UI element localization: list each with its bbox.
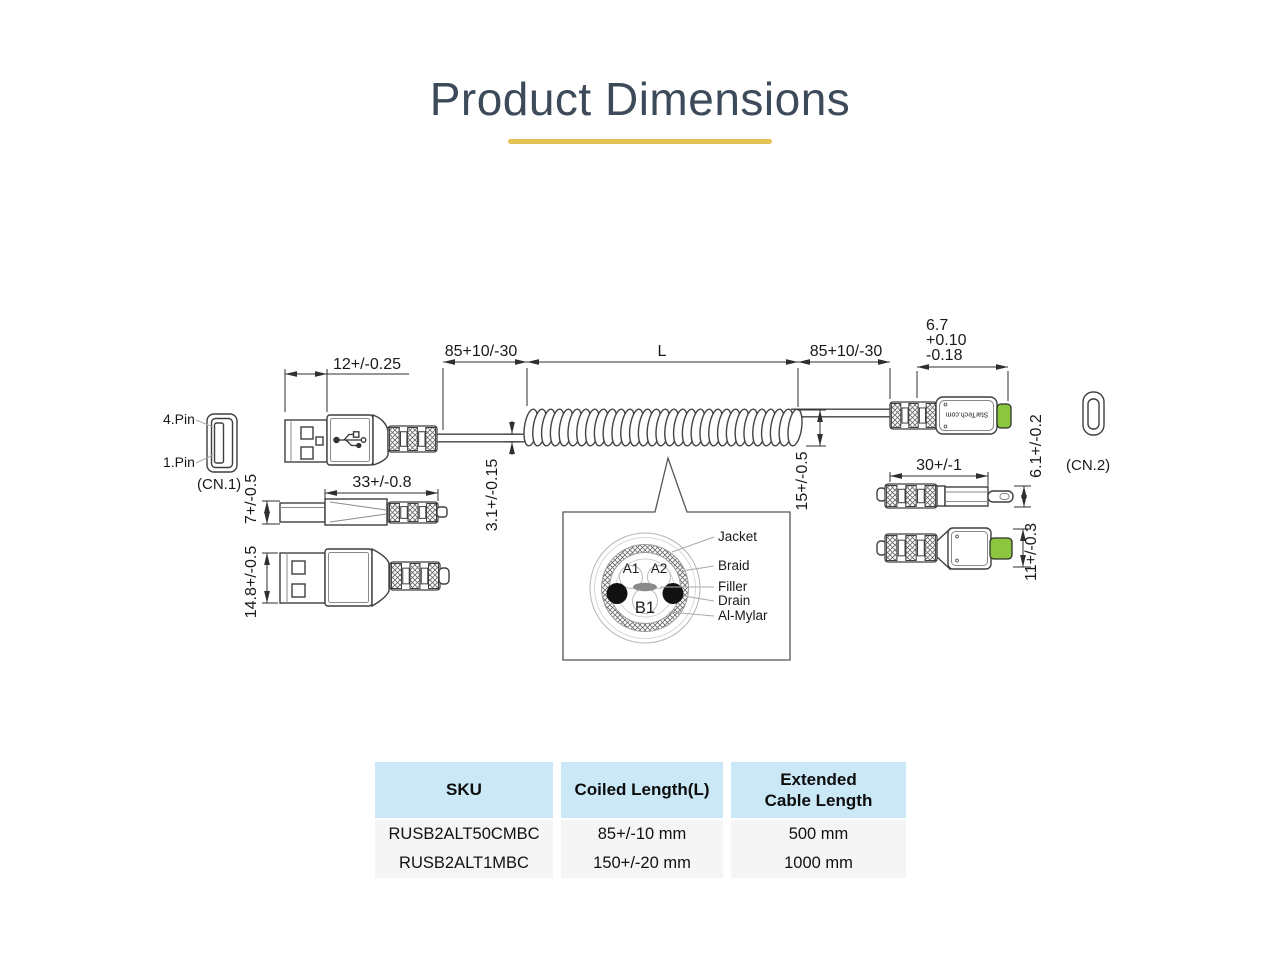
sku-table: SKU Coiled Length(L) Extended Cable Leng… [375,762,906,878]
wire-b1-label: B1 [635,599,655,617]
dim-usb-length: 33+/-0.8 [352,474,411,491]
title-accent-underline [508,139,772,144]
dimension-labels: 12+/-0.25 85+10/-30 L 85+10/-30 6.7 +0.1… [163,317,1110,618]
strain-relief [889,401,938,430]
usb-a-end-view-cn1 [195,413,238,473]
strain-relief [884,483,938,509]
strain-relief [387,425,438,453]
table-row: RUSB2ALT1MBC 150+/-20 mm 1000 mm [375,849,906,878]
sku-value: RUSB2ALT50CMBC [375,820,553,849]
cn1-label: (CN.1) [197,476,241,493]
dim-tip-plus: +0.10 [926,332,967,349]
page-title: Product Dimensions [429,73,851,125]
usb-trident-icon [333,431,367,449]
jacket-label: Jacket [718,529,757,544]
usb-a-connector-main-view [284,413,438,466]
header-extended-length: Extended Cable Length [731,762,906,818]
dim-coil-length: L [658,343,667,360]
wire-a1-label: A1 [623,561,640,576]
lightning-connector-main-view: StarTech.com [889,396,1012,435]
pin1-label: 1.Pin [163,454,195,470]
drain-label: Drain [718,593,750,608]
table-header-row: SKU Coiled Length(L) Extended Cable Leng… [375,762,906,818]
dim-cable-od: 3.1+/-0.15 [484,459,501,532]
dim-straight-left: 85+10/-30 [445,343,518,360]
brand-text: StarTech.com [945,411,988,418]
lightning-tip [996,403,1012,429]
dim-straight-right: 85+10/-30 [810,343,883,360]
dim-coil-od: 15+/-0.5 [794,451,811,510]
filler-label: Filler [718,579,748,594]
header-sku: SKU [375,762,553,818]
extended-length-value: 1000 mm [731,849,906,878]
usb-a-side-profile-view [279,498,448,526]
al-mylar-label: Al-Mylar [718,608,768,623]
pin4-label: 4.Pin [163,411,195,427]
table-body: RUSB2ALT50CMBC 85+/-10 mm 500 mm RUSB2AL… [375,820,906,878]
dim-usb-width: 14.8+/-0.5 [243,546,260,619]
lightning-top-view [876,527,1013,571]
lightning-end-view-cn2 [1082,391,1105,436]
braid-label: Braid [718,558,750,573]
cable-cross-section: A1 A2 B1 Jacket Braid Filler Drain Al-My… [562,455,791,661]
strain-relief [884,533,938,563]
lightning-side-profile-view [876,483,1014,509]
strain-relief [387,501,439,524]
dim-lightning-thickness: 6.1+/-0.2 [1028,414,1045,478]
lightning-tip [989,537,1013,560]
dim-lightning-width: 11+/-0.3 [1023,523,1040,581]
cn2-label: (CN.2) [1066,457,1110,474]
dim-usb-thickness: 7+/-0.5 [243,474,260,524]
dim-lightning-length: 30+/-1 [916,457,962,474]
dim-usb-metal-length: 12+/-0.25 [333,356,401,373]
strain-relief [389,561,441,591]
coiled-length-value: 85+/-10 mm [561,820,723,849]
header-coiled-length: Coiled Length(L) [561,762,723,818]
extended-length-value: 500 mm [731,820,906,849]
coiled-length-value: 150+/-20 mm [561,849,723,878]
dim-tip-nominal: 6.7 [926,317,948,334]
table-row: RUSB2ALT50CMBC 85+/-10 mm 500 mm [375,820,906,849]
usb-a-top-view [279,547,450,608]
sku-value: RUSB2ALT1MBC [375,849,553,878]
dim-tip-minus: -0.18 [926,347,963,364]
wire-a2-label: A2 [651,561,668,576]
dimension-lines [262,359,1031,604]
coiled-cable [523,408,803,447]
